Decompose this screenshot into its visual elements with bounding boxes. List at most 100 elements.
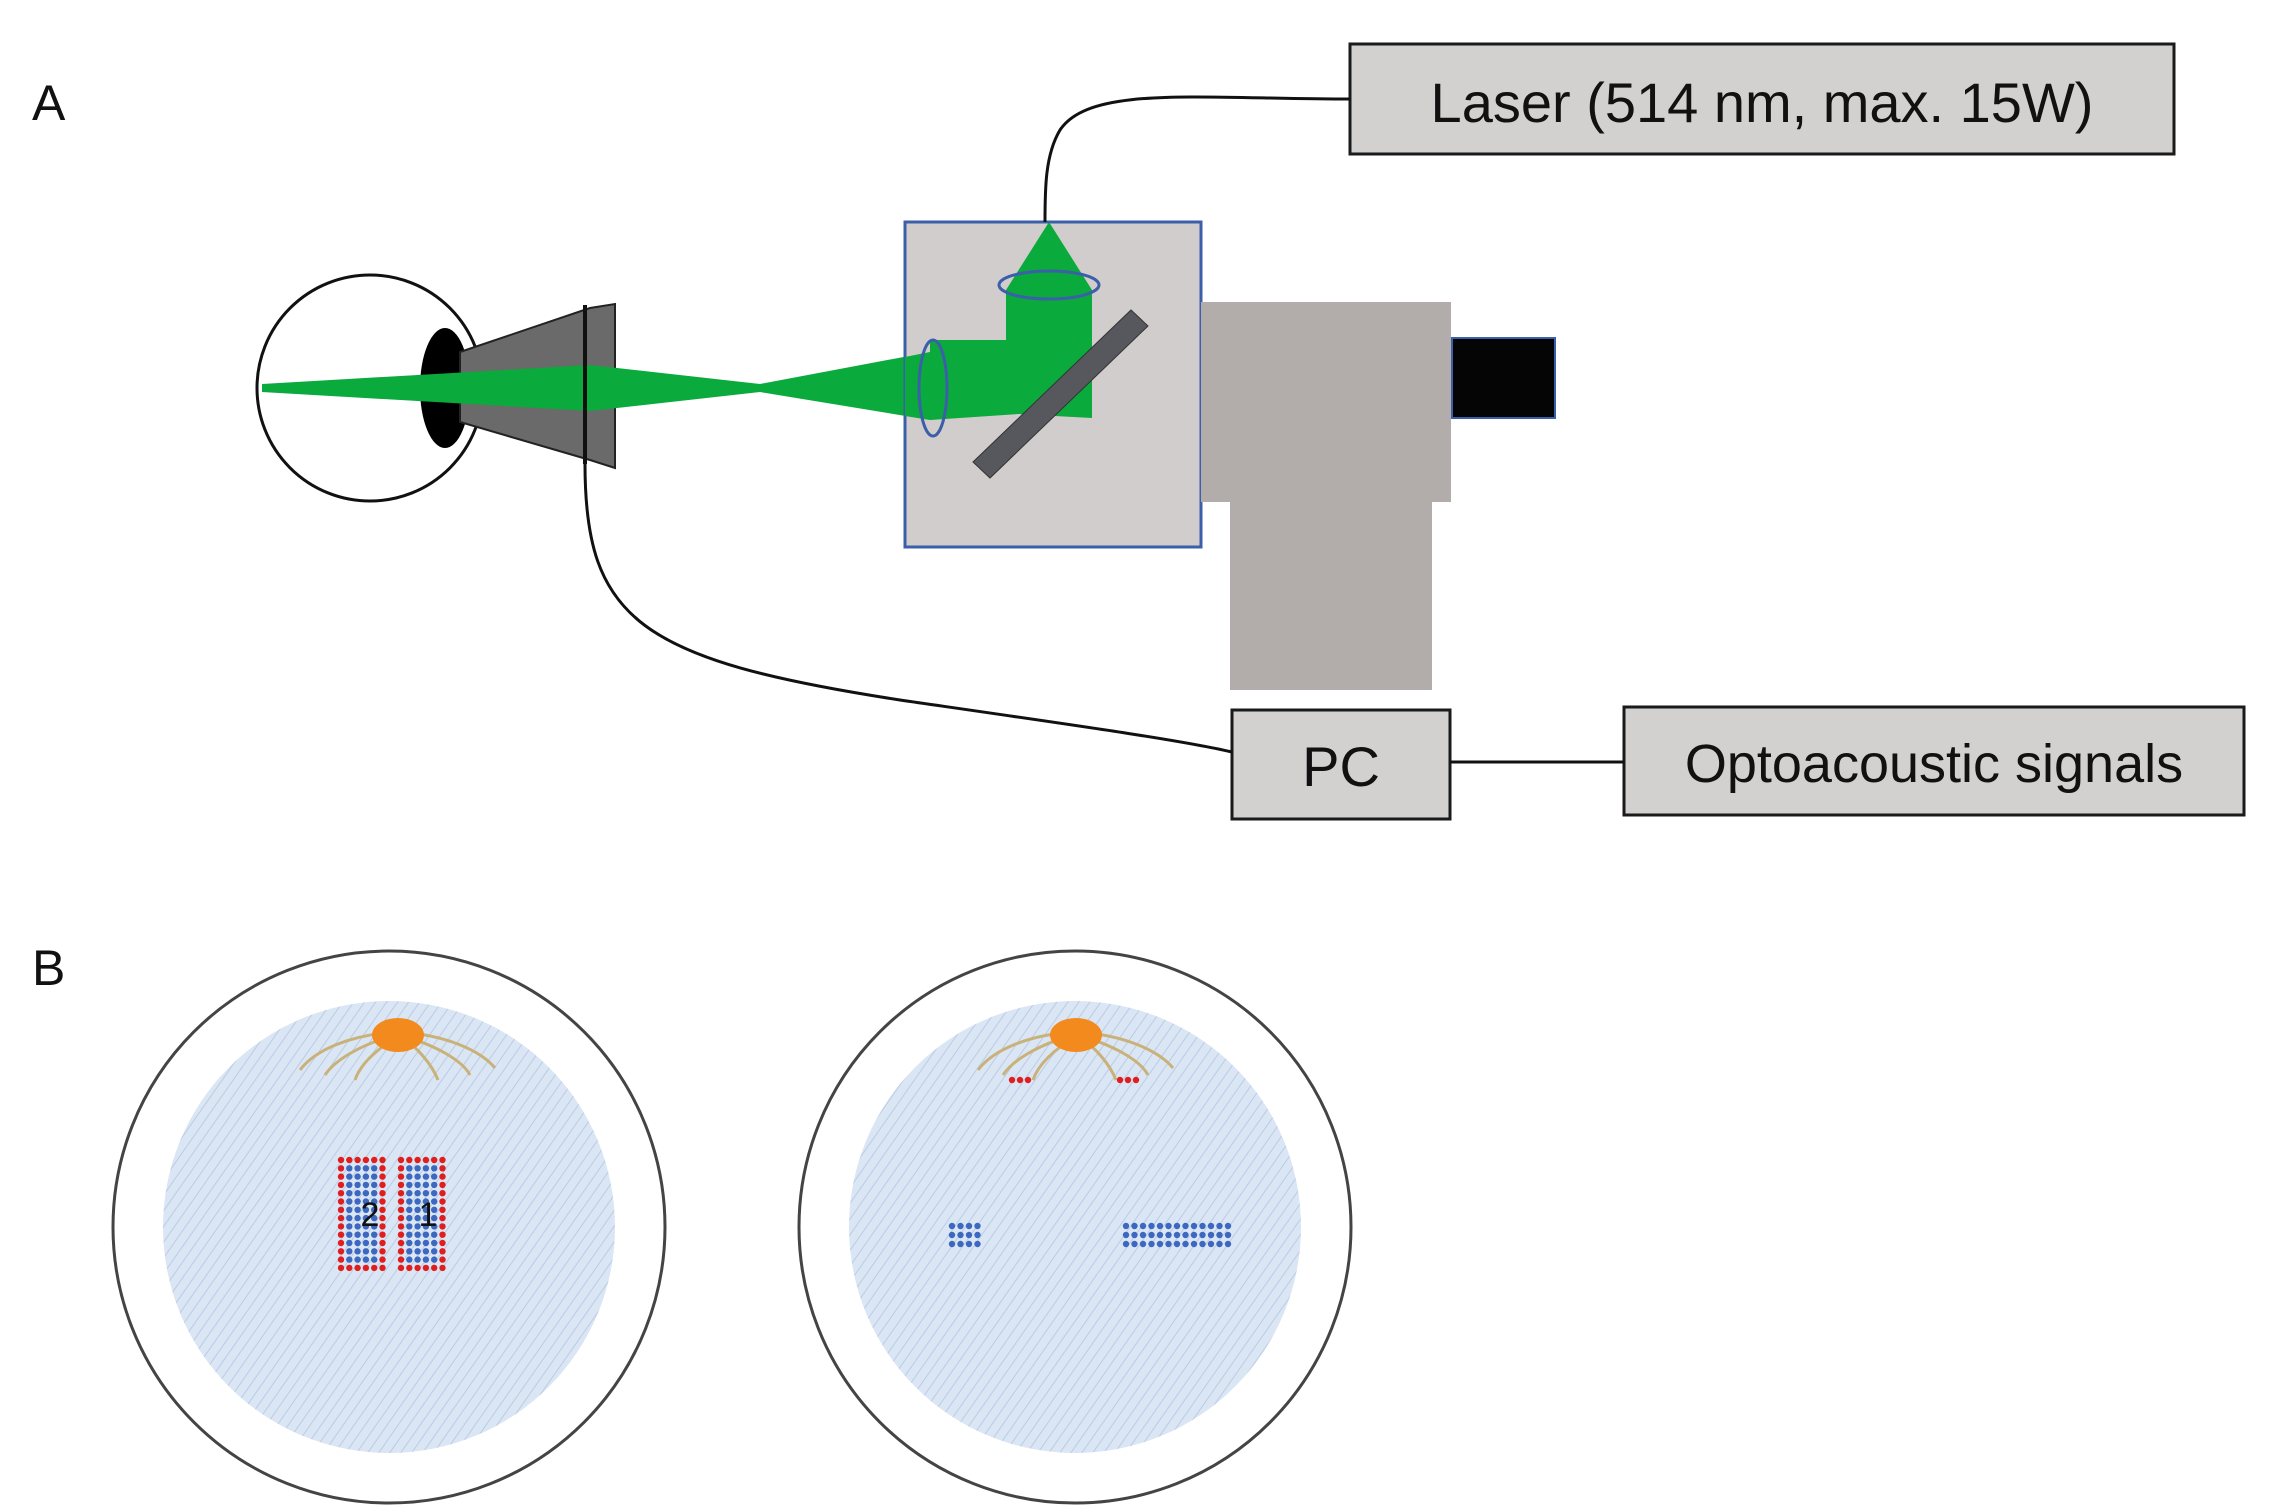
- zone-2-laser-spot: [346, 1181, 353, 1189]
- zone-2-laser-spot: [371, 1156, 378, 1164]
- zone-2-laser-spot: [362, 1156, 370, 1164]
- zone-2-laser-spot: [379, 1248, 386, 1255]
- pc-label: PC: [1302, 735, 1380, 798]
- zone-2-laser-spot: [346, 1239, 353, 1247]
- zone-1-laser-spot: [439, 1173, 446, 1180]
- macular-laser-spot: [1207, 1231, 1215, 1239]
- zone-2-laser-spot: [362, 1264, 370, 1272]
- zone-1-laser-spot: [414, 1264, 421, 1272]
- zone-1-laser-spot: [414, 1156, 421, 1164]
- zone-1-laser-spot: [406, 1206, 413, 1214]
- macular-laser-spot: [1216, 1222, 1223, 1230]
- zone-2-laser-spot: [371, 1173, 378, 1180]
- zone-1-laser-spot: [439, 1231, 446, 1238]
- zone-2-laser-spot: [362, 1181, 370, 1189]
- zone-2-laser-spot: [354, 1264, 361, 1272]
- zone-1-laser-spot: [439, 1165, 446, 1172]
- peripapillary-laser-spot: [1008, 1076, 1016, 1084]
- zone-1-laser-spot: [406, 1156, 413, 1164]
- zone-2-laser-spot: [371, 1165, 378, 1172]
- zone-1-laser-spot: [397, 1198, 405, 1205]
- zone-1-laser-spot: [422, 1239, 430, 1247]
- macular-laser-spot: [1182, 1231, 1189, 1239]
- zone-1-laser-spot: [414, 1181, 421, 1189]
- zone-2-laser-spot: [354, 1198, 361, 1205]
- zone-2-laser-spot: [379, 1256, 386, 1263]
- zone-2-laser-spot: [346, 1214, 353, 1222]
- zone-2-laser-spot: [337, 1190, 345, 1197]
- zone-2-laser-spot: [371, 1190, 378, 1197]
- zone-1-laser-spot: [406, 1173, 413, 1180]
- macular-laser-spot: [1131, 1222, 1138, 1230]
- zone-1-laser-spot: [422, 1214, 430, 1222]
- zone-1-laser-spot: [406, 1231, 413, 1238]
- zone-2-laser-spot: [379, 1198, 386, 1205]
- signals-label: Optoacoustic signals: [1685, 734, 2183, 794]
- fundus-right-spots: [948, 1076, 1232, 1248]
- zone-1-laser-spot: [431, 1223, 438, 1230]
- zone-1-label: 1: [419, 1196, 438, 1234]
- zone-2-laser-spot: [337, 1173, 345, 1180]
- zone-2-laser-spot: [371, 1264, 378, 1272]
- dichroic-mirror: [972, 309, 1149, 479]
- macular-laser-spot: [1216, 1231, 1223, 1239]
- fundus-left-optic-disc: [372, 1018, 424, 1052]
- zone-2-laser-spot: [354, 1248, 361, 1255]
- zone-1-laser-spot: [431, 1173, 438, 1180]
- zone-1-laser-spot: [431, 1198, 438, 1205]
- zone-1-laser-spot: [439, 1264, 446, 1272]
- zone-1-laser-spot: [414, 1190, 421, 1197]
- zone-1-laser-spot: [397, 1181, 405, 1189]
- zone-2-laser-spot: [337, 1181, 345, 1189]
- zone-2-laser-spot: [371, 1231, 378, 1238]
- zone-2-laser-spot: [346, 1264, 353, 1272]
- zone-2-laser-spot: [346, 1198, 353, 1205]
- zone-1-laser-spot: [439, 1206, 446, 1214]
- peripapillary-laser-spot: [1016, 1076, 1024, 1084]
- peripapillary-laser-spot: [1116, 1076, 1124, 1084]
- zone-2-laser-spot: [354, 1239, 361, 1247]
- zone-2-laser-spot: [346, 1248, 353, 1255]
- panel-b-letter: B: [32, 940, 65, 996]
- zone-2-laser-spot: [354, 1173, 361, 1180]
- macular-laser-spot: [1207, 1222, 1215, 1230]
- zone-1-laser-spot: [431, 1256, 438, 1263]
- laser-label: Laser (514 nm, max. 15W): [1431, 71, 2094, 134]
- zone-2-laser-spot: [362, 1223, 370, 1230]
- zone-1-laser-spot: [439, 1214, 446, 1222]
- zone-2-laser-spot: [337, 1231, 345, 1238]
- zone-2-laser-spot: [337, 1264, 345, 1272]
- zone-1-laser-spot: [439, 1223, 446, 1230]
- zone-1-laser-spot: [431, 1165, 438, 1172]
- zone-1-laser-spot: [406, 1248, 413, 1255]
- zone-2-laser-spot: [371, 1239, 378, 1247]
- zone-1-laser-spot: [414, 1231, 421, 1238]
- macular-laser-spot: [957, 1231, 964, 1239]
- zone-2-laser-spot: [346, 1165, 353, 1172]
- zone-2-laser-spot: [354, 1165, 361, 1172]
- macular-laser-spot: [1199, 1240, 1206, 1248]
- zone-1-laser-spot: [414, 1173, 421, 1180]
- zone-2-laser-spot: [379, 1231, 386, 1238]
- macular-laser-spot: [1199, 1231, 1206, 1239]
- zone-1-laser-spot: [406, 1190, 413, 1197]
- zone-1-laser-spot: [397, 1190, 405, 1197]
- macular-laser-spot: [974, 1222, 981, 1230]
- signals-box: Optoacoustic signals: [1622, 705, 2246, 817]
- macular-laser-spot: [948, 1222, 956, 1230]
- zone-2-laser-spot: [379, 1206, 386, 1214]
- zone-1-laser-spot: [422, 1256, 430, 1263]
- zone-2-laser-spot: [362, 1206, 370, 1214]
- zone-1-laser-spot: [406, 1165, 413, 1172]
- zone-1-laser-spot: [406, 1214, 413, 1222]
- zone-1-laser-spot: [431, 1239, 438, 1247]
- zone-2-laser-spot: [362, 1256, 370, 1263]
- zone-1-laser-spot: [439, 1248, 446, 1255]
- pc-box: PC: [1230, 708, 1452, 821]
- zone-1-laser-spot: [397, 1223, 405, 1230]
- zone-2-laser-spot: [337, 1248, 345, 1255]
- macular-laser-spot: [1122, 1240, 1130, 1248]
- zone-1-laser-spot: [431, 1248, 438, 1255]
- zone-2-laser-spot: [354, 1190, 361, 1197]
- zone-2-laser-spot: [337, 1206, 345, 1214]
